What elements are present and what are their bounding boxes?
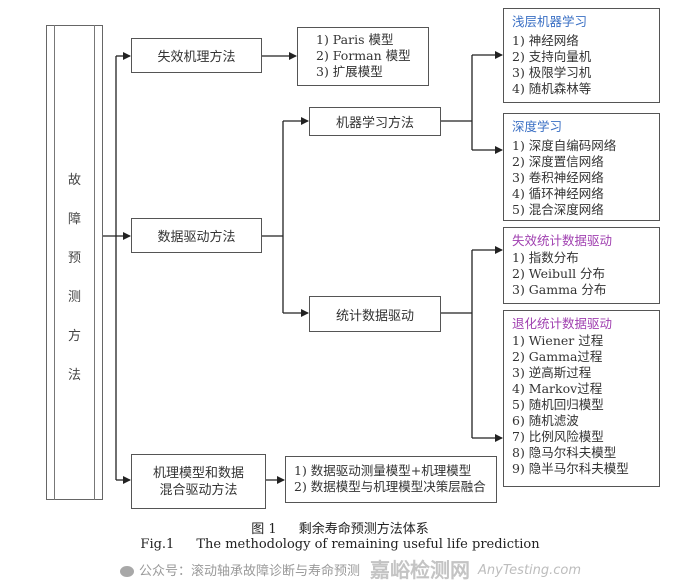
watermark-row: 公众号：滚动轴承故障诊断与寿命预测 嘉峪检测网 AnyTesting.com — [0, 558, 680, 586]
wechat-watermark-text: 公众号：滚动轴承故障诊断与寿命预测 — [139, 564, 361, 579]
root-char: 预 — [67, 251, 81, 266]
node-label: 失效机理方法 — [157, 50, 236, 65]
group-title-shallow-ml: 浅层机器学习 — [512, 14, 588, 29]
node-failure-statistics: 失效统计数据驱动 1) 指数分布 2) Weibull 分布 3) Gamma … — [503, 227, 660, 304]
group-title-deep-learning: 深度学习 — [512, 119, 563, 134]
list-item: 1) Wiener 过程 — [512, 333, 604, 348]
root-node-fault-prediction-methods: 故 障 预 测 方 法 — [46, 25, 103, 500]
group-title-degradation-statistics: 退化统计数据驱动 — [512, 316, 613, 331]
figure-number: 图 1 — [251, 522, 277, 537]
list-item: 3) 卷积神经网络 — [512, 170, 604, 185]
list-item: 8) 隐马尔科夫模型 — [512, 445, 617, 460]
list-item: 1) 指数分布 — [512, 250, 579, 265]
list-item: 2) 数据模型与机理模型决策层融合 — [294, 479, 486, 494]
list-item: 1) Paris 模型 — [316, 32, 394, 47]
list-item: 5) 混合深度网络 — [512, 202, 604, 217]
wechat-icon — [120, 566, 134, 577]
figure-title: 剩余寿命预测方法体系 — [298, 522, 429, 537]
node-degradation-statistics: 退化统计数据驱动 1) Wiener 过程 2) Gamma过程 3) 逆高斯过… — [503, 310, 660, 487]
list-item: 2) Forman 模型 — [316, 48, 411, 63]
root-title: 故 障 预 测 方 法 — [47, 161, 102, 395]
node-label: 数据驱动方法 — [157, 230, 236, 245]
list-item: 1) 数据驱动测量模型+机理模型 — [294, 463, 472, 478]
list-item: 2) 支持向量机 — [512, 49, 592, 64]
figure-caption-english: Fig.1 The methodology of remaining useful… — [0, 537, 680, 552]
node-hybrid-method: 机理模型和数据 混合驱动方法 — [131, 454, 266, 509]
list-item: 3) 极限学习机 — [512, 65, 592, 80]
list-item: 4) 随机森林等 — [512, 81, 592, 96]
node-label: 统计数据驱动 — [335, 308, 414, 324]
node-label-line1: 机理模型和数据 — [152, 465, 244, 481]
list-item: 7) 比例风险模型 — [512, 429, 604, 444]
list-item: 5) 随机回归模型 — [512, 397, 604, 412]
node-mechanism-models: 1) Paris 模型 2) Forman 模型 3) 扩展模型 — [297, 27, 429, 86]
node-hybrid-methods: 1) 数据驱动测量模型+机理模型 2) 数据模型与机理模型决策层融合 — [285, 456, 497, 503]
data-driven-branch — [262, 121, 284, 313]
node-label-line2: 混合驱动方法 — [159, 482, 238, 498]
node-label: 机器学习方法 — [335, 116, 414, 131]
node-mechanism-method: 失效机理方法 — [131, 38, 262, 73]
figure-title-en: The methodology of remaining useful life… — [196, 537, 540, 552]
list-item: 9) 隐半马尔科夫模型 — [512, 461, 629, 476]
list-item: 1) 神经网络 — [512, 33, 579, 48]
list-item: 6) 随机滤波 — [512, 413, 579, 428]
list-item: 1) 深度自编码网络 — [512, 138, 617, 153]
list-item: 2) 深度置信网络 — [512, 154, 604, 169]
list-item: 2) Gamma过程 — [512, 349, 603, 364]
brand-watermark: 嘉峪检测网 — [370, 558, 471, 582]
group-title-failure-statistics: 失效统计数据驱动 — [512, 233, 613, 248]
figure-caption-chinese: 图 1 剩余寿命预测方法体系 — [0, 518, 680, 537]
list-item: 3) Gamma 分布 — [512, 282, 607, 297]
node-deep-learning: 深度学习 1) 深度自编码网络 2) 深度置信网络 3) 卷积神经网络 4) 循… — [503, 113, 660, 221]
stat-branch — [441, 250, 473, 438]
list-item: 3) 扩展模型 — [316, 64, 383, 79]
list-item: 4) 循环神经网络 — [512, 186, 604, 201]
list-item: 3) 逆高斯过程 — [512, 365, 592, 380]
root-char: 障 — [67, 212, 81, 227]
list-item: 4) Markov过程 — [512, 381, 603, 396]
root-char: 法 — [67, 368, 81, 383]
root-inner-border — [54, 25, 95, 500]
node-data-driven-method: 数据驱动方法 — [131, 218, 262, 253]
node-statistical-data-driven: 统计数据驱动 — [309, 296, 441, 332]
root-char: 方 — [67, 329, 81, 344]
ml-branch — [441, 55, 473, 150]
figure-number-en: Fig.1 — [140, 537, 175, 552]
list-item: 2) Weibull 分布 — [512, 266, 606, 281]
root-char: 故 — [67, 173, 81, 188]
wechat-watermark: 公众号：滚动轴承故障诊断与寿命预测 — [120, 564, 360, 580]
node-shallow-ml: 浅层机器学习 1) 神经网络 2) 支持向量机 3) 极限学习机 4) 随机森林… — [503, 8, 660, 103]
node-machine-learning: 机器学习方法 — [309, 107, 441, 136]
root-char: 测 — [67, 290, 81, 305]
site-watermark: AnyTesting.com — [478, 563, 582, 578]
